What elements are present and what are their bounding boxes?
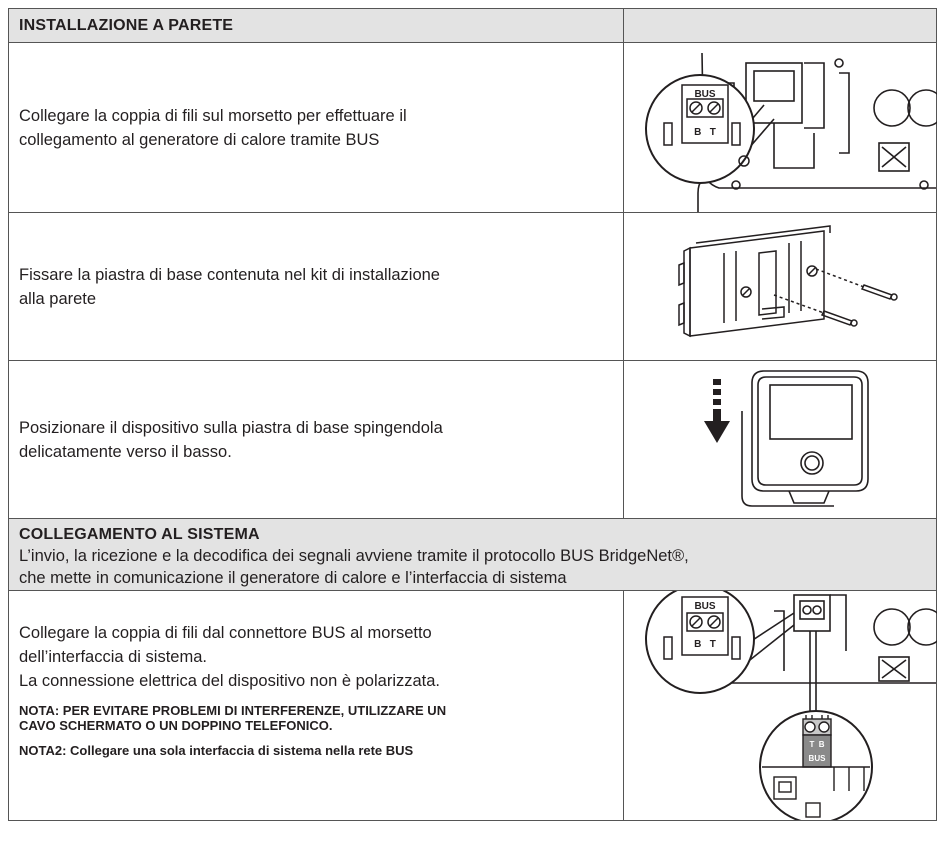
terminal-letters: B T (694, 127, 716, 138)
section-title: INSTALLAZIONE A PARETE (19, 17, 234, 34)
terminal-label: BUS (694, 601, 715, 612)
note-single-interface: NOTA2: Collegare una sola interfaccia di… (19, 743, 414, 758)
terminal-letters: B T (694, 639, 716, 650)
bus-terminal-illustration: BUS B T (645, 52, 937, 212)
step-text: Fissare la piastra di base contenuta nel… (19, 265, 440, 308)
base-plate-illustration (678, 225, 898, 338)
device-bus-label: BUS (809, 754, 827, 763)
section-title: COLLEGAMENTO AL SISTEMA (19, 526, 260, 543)
section-description: L’invio, la ricezione e la decodifica de… (19, 547, 689, 587)
illustration-cell: BUS B T (623, 43, 937, 212)
step-row-bus-wiring: Collegare la coppia di fili sul morsetto… (9, 43, 937, 213)
section-header-installation: INSTALLAZIONE A PARETE (9, 9, 937, 43)
section-header-system: COLLEGAMENTO AL SISTEMA L’invio, la rice… (9, 519, 937, 591)
illustration-cell (623, 361, 936, 518)
instructions-table: INSTALLAZIONE A PARETE Collegare la copp… (8, 8, 937, 821)
step-row-mount-device: Posizionare il dispositivo sulla piastra… (9, 361, 937, 519)
illustration-cell: BUS B T T B (623, 591, 937, 820)
terminal-label: BUS (694, 89, 715, 100)
note-interference: NOTA: PER EVITARE PROBLEMI DI INTERFEREN… (19, 703, 447, 733)
step-row-base-plate: Fissare la piastra di base contenuta nel… (9, 213, 937, 361)
step-row-system-wiring: Collegare la coppia di fili dal connetto… (9, 591, 937, 821)
step-text: Collegare la coppia di fili dal connetto… (19, 624, 441, 690)
system-wiring-illustration: BUS B T T B (645, 591, 937, 820)
illustration-cell (623, 213, 936, 360)
step-text: Posizionare il dispositivo sulla piastra… (19, 418, 443, 461)
device-mount-illustration (704, 370, 869, 507)
down-arrow-icon (704, 379, 730, 443)
step-text: Collegare la coppia di fili sul morsetto… (19, 106, 407, 149)
device-terminal-letters: T B (809, 740, 824, 749)
